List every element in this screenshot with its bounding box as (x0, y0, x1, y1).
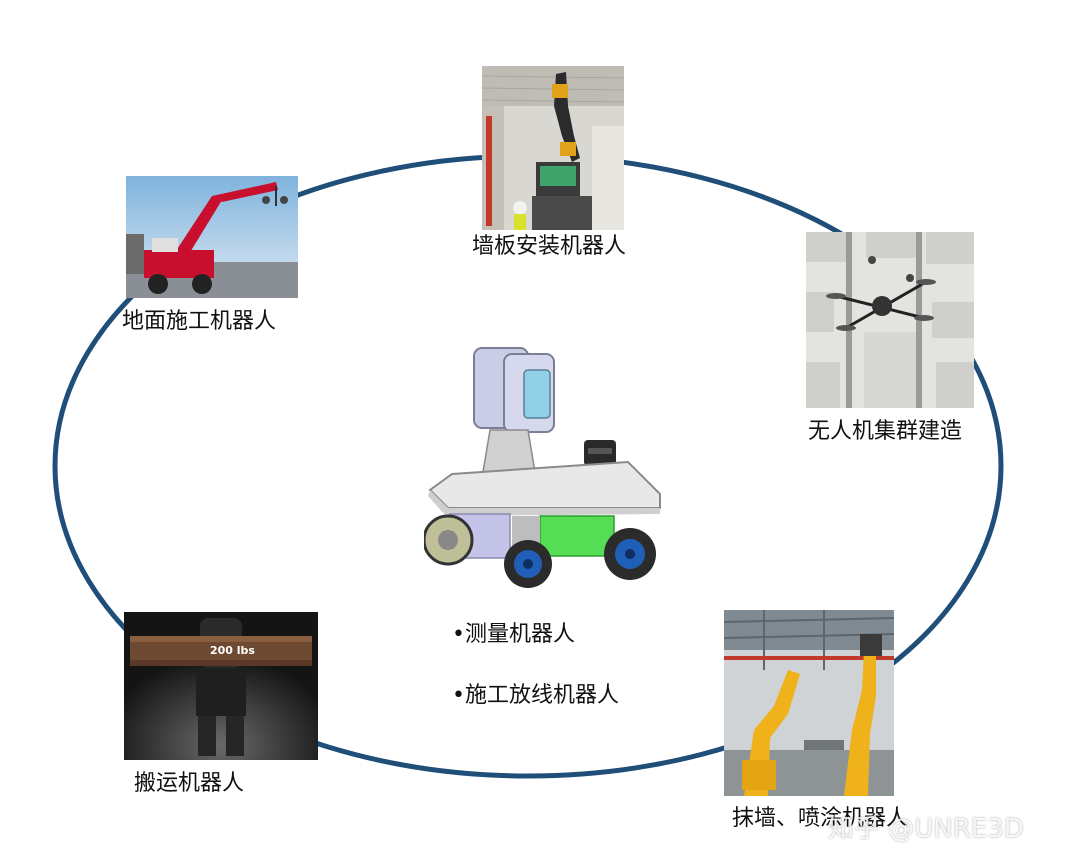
ground-construction-crane-photo (126, 176, 298, 298)
drone-swarm-photo (806, 232, 974, 408)
watermark: 知乎 @UNRE3D (828, 808, 1024, 845)
exoskeleton-carrying-photo: 200 lbs (124, 612, 318, 760)
center-item-layout-text: 施工放线机器人 (465, 683, 619, 708)
drone-swarm-label: 无人机集群建造 (808, 421, 962, 443)
ground-robot-label: 地面施工机器人 (122, 311, 276, 333)
beam-weight-text: 200 lbs (210, 644, 255, 657)
center-item-layout: 施工放线机器人 (452, 685, 619, 707)
survey-robot-render (424, 344, 664, 588)
center-item-surveying-text: 测量机器人 (465, 622, 575, 647)
wall-panel-robot-label: 墙板安装机器人 (472, 236, 626, 258)
center-item-surveying: 测量机器人 (452, 624, 575, 646)
carrying-robot-label: 搬运机器人 (134, 773, 244, 795)
industrial-arm-photo (724, 610, 894, 796)
wall-panel-robot-photo (482, 66, 624, 230)
